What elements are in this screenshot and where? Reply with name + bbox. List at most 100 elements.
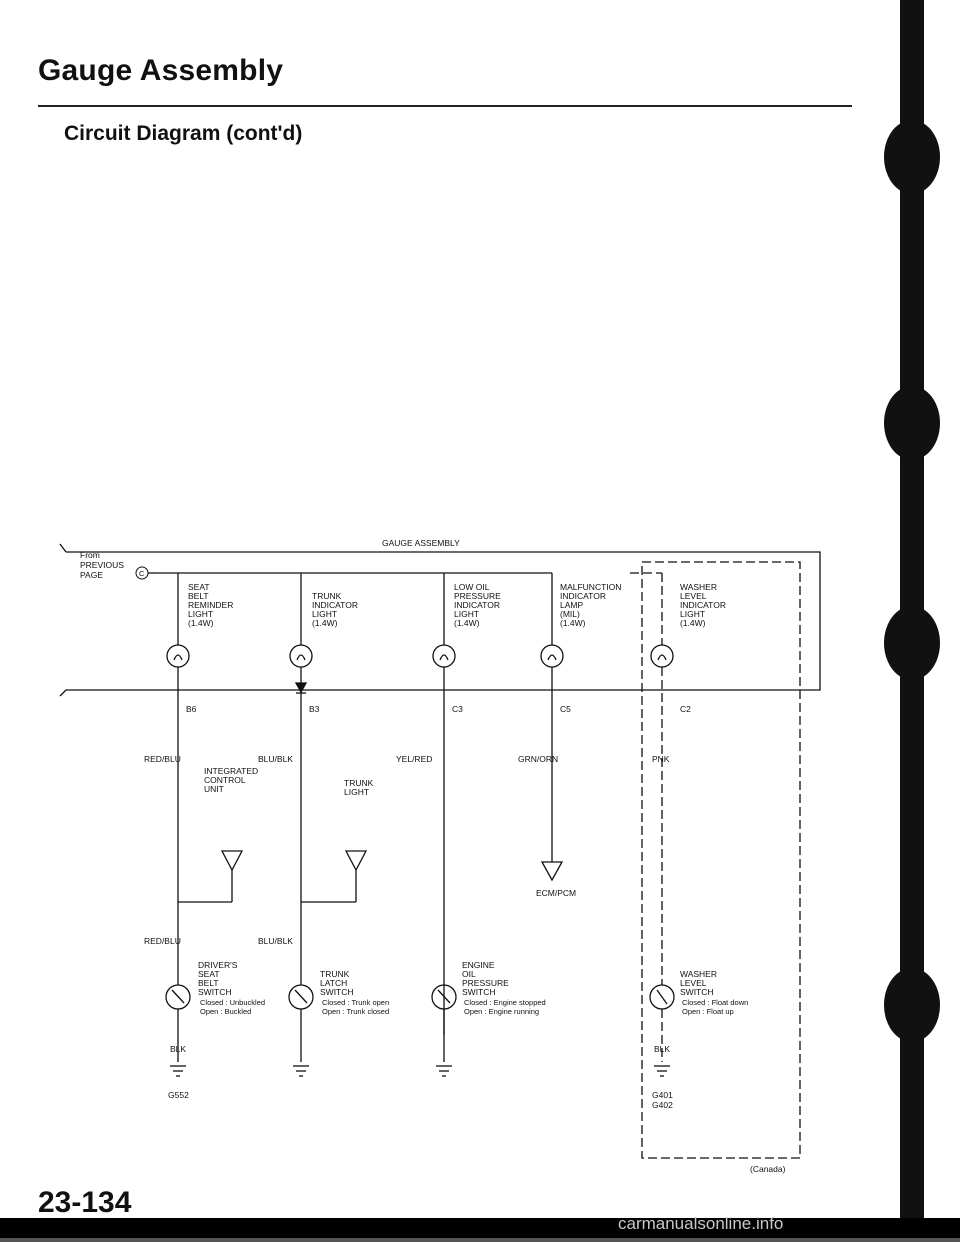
wire-color-blk-5: BLK (654, 1044, 670, 1054)
svg-text:DRIVER'S: DRIVER'S (198, 960, 238, 970)
ground-label-g552: G552 (168, 1090, 189, 1100)
bulb-washer (650, 644, 674, 668)
filament-1 (173, 654, 183, 661)
gauge-assembly-border (66, 551, 821, 691)
wire-color-yel-red: YEL/RED (396, 754, 432, 764)
svg-text:TRUNK: TRUNK (312, 591, 342, 601)
binding-tab-4 (884, 968, 940, 1042)
binding-tab-1 (884, 120, 940, 194)
svg-text:UNIT: UNIT (204, 784, 224, 794)
filament-4 (547, 654, 557, 661)
pin-c2: C2 (680, 704, 691, 714)
ecm-pcm-symbol (540, 861, 564, 882)
svg-text:LEVEL: LEVEL (680, 978, 707, 988)
svg-text:BELT: BELT (188, 591, 209, 601)
svg-text:LIGHT: LIGHT (312, 609, 337, 619)
svg-text:INDICATOR: INDICATOR (560, 591, 606, 601)
seat-belt-indicator-label: SEAT BELT REMINDER LIGHT (1.4W) (188, 582, 233, 628)
svg-text:SWITCH: SWITCH (320, 987, 354, 997)
svg-text:OIL: OIL (462, 969, 476, 979)
bulb-seat-belt (166, 644, 190, 668)
svg-text:LOW OIL: LOW OIL (454, 582, 490, 592)
canada-note: (Canada) (750, 1164, 786, 1174)
bottom-band-edge (0, 1238, 960, 1242)
svg-text:SEAT: SEAT (198, 969, 220, 979)
svg-text:(MIL): (MIL) (560, 609, 580, 619)
integrated-control-unit-label: INTEGRATED CONTROL UNIT (204, 766, 258, 794)
from-line-2: PREVIOUS (80, 560, 124, 570)
page-title: Gauge Assembly (38, 54, 284, 87)
from-marker-letter: C (139, 569, 145, 578)
svg-text:SWITCH: SWITCH (462, 987, 496, 997)
svg-text:INDICATOR: INDICATOR (680, 600, 726, 610)
svg-text:LEVEL: LEVEL (680, 591, 707, 601)
svg-text:Closed : Float down: Closed : Float down (682, 998, 748, 1007)
svg-text:MALFUNCTION: MALFUNCTION (560, 582, 621, 592)
washer-indicator-label: WASHER LEVEL INDICATOR LIGHT (1.4W) (680, 582, 726, 628)
svg-text:WASHER: WASHER (680, 582, 717, 592)
pin-c3: C3 (452, 704, 463, 714)
icu-ground-symbol (220, 850, 244, 872)
ground-trunk (293, 1065, 309, 1077)
svg-text:Open : Engine running: Open : Engine running (464, 1007, 539, 1016)
page-number: 23-134 (38, 1186, 132, 1219)
binding-tab-2 (884, 386, 940, 460)
svg-text:ENGINE: ENGINE (462, 960, 495, 970)
ground-oil (436, 1065, 452, 1077)
wire-color-red-blu: RED/BLU (144, 754, 181, 764)
svg-text:LATCH: LATCH (320, 978, 347, 988)
svg-text:(1.4W): (1.4W) (680, 618, 706, 628)
svg-text:BELT: BELT (198, 978, 219, 988)
svg-text:(1.4W): (1.4W) (560, 618, 586, 628)
trunk-light-label: TRUNK LIGHT (344, 778, 374, 797)
binding-tab-3 (884, 606, 940, 680)
ground-label-g402: G402 (652, 1100, 673, 1110)
filament-5 (657, 654, 667, 661)
switch-trunk-latch-contact (294, 989, 308, 1004)
oil-indicator-label: LOW OIL PRESSURE INDICATOR LIGHT (1.4W) (454, 582, 501, 628)
gauge-assembly-label: GAUGE ASSEMBLY (382, 538, 460, 548)
title-rule (38, 105, 852, 107)
wire-color-grn-orn: GRN/ORN (518, 754, 558, 764)
filament-3 (439, 654, 449, 661)
gauge-break-bottom (59, 689, 67, 697)
bulb-oil (432, 644, 456, 668)
svg-text:WASHER: WASHER (680, 969, 717, 979)
ground-g552 (170, 1065, 186, 1077)
ground-g401 (654, 1065, 670, 1077)
svg-text:Open : Buckled: Open : Buckled (200, 1007, 251, 1016)
svg-text:PRESSURE: PRESSURE (462, 978, 509, 988)
svg-text:(1.4W): (1.4W) (454, 618, 480, 628)
svg-text:Open : Float up: Open : Float up (682, 1007, 734, 1016)
from-line-3: PAGE (80, 570, 103, 580)
svg-text:SEAT: SEAT (188, 582, 210, 592)
svg-text:(1.4W): (1.4W) (312, 618, 338, 628)
washer-level-switch-label: WASHER LEVEL SWITCH Closed : Float down … (680, 969, 748, 1016)
filament-2 (296, 654, 306, 661)
svg-text:Closed : Unbuckled: Closed : Unbuckled (200, 998, 265, 1007)
svg-text:LAMP: LAMP (560, 600, 583, 610)
svg-text:LIGHT: LIGHT (188, 609, 213, 619)
wire-color-red-blu-lower: RED/BLU (144, 936, 181, 946)
gauge-break-top (59, 543, 67, 553)
svg-text:SWITCH: SWITCH (198, 987, 232, 997)
svg-text:(1.4W): (1.4W) (188, 618, 214, 628)
wire-color-blu-blk: BLU/BLK (258, 754, 293, 764)
wire-color-blk-1: BLK (170, 1044, 186, 1054)
switch-oil-pressure-contact (437, 989, 451, 1004)
svg-text:Closed : Engine stopped: Closed : Engine stopped (464, 998, 546, 1007)
bottom-band (0, 1218, 960, 1238)
trunk-indicator-label: TRUNK INDICATOR LIGHT (1.4W) (312, 591, 358, 628)
svg-text:INDICATOR: INDICATOR (454, 600, 500, 610)
ecm-pcm-label: ECM/PCM (536, 888, 576, 898)
svg-text:INTEGRATED: INTEGRATED (204, 766, 258, 776)
bulb-trunk (289, 644, 313, 668)
svg-text:PRESSURE: PRESSURE (454, 591, 501, 601)
mil-indicator-label: MALFUNCTION INDICATOR LAMP (MIL) (1.4W) (560, 582, 621, 628)
svg-text:LIGHT: LIGHT (344, 787, 369, 797)
pin-b3: B3 (309, 704, 320, 714)
wire-color-blu-blk-lower: BLU/BLK (258, 936, 293, 946)
svg-text:Closed : Trunk open: Closed : Trunk open (322, 998, 389, 1007)
svg-text:SWITCH: SWITCH (680, 987, 714, 997)
trunk-latch-switch-label: TRUNK LATCH SWITCH Closed : Trunk open O… (320, 969, 389, 1016)
